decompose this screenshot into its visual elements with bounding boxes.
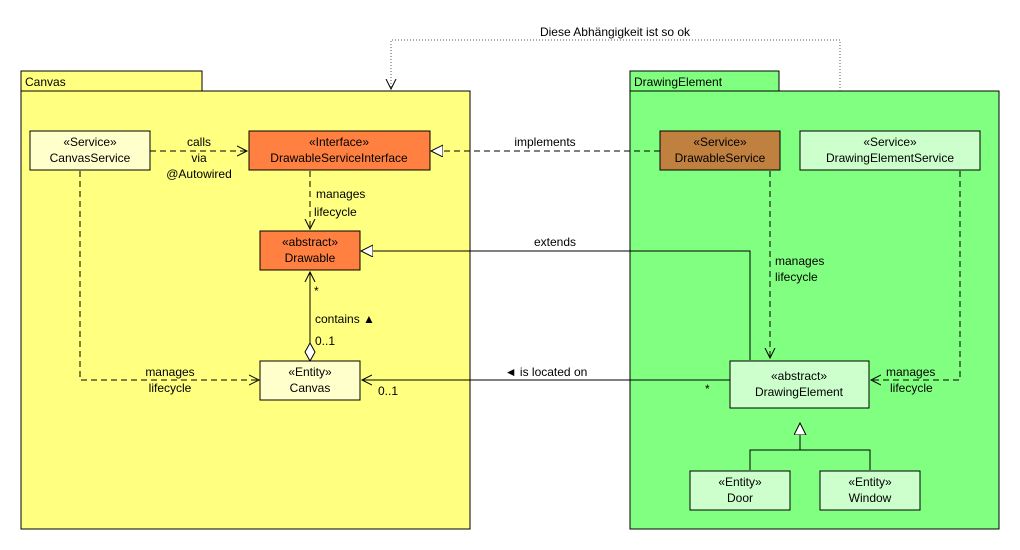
contains-multiplicity-many: *: [314, 284, 319, 298]
class-door-name: Door: [727, 491, 753, 505]
class-canvas-box: [259, 360, 361, 401]
class-canvas[interactable]: «Entity» Canvas: [259, 360, 361, 401]
door-generalization-edge[interactable]: [749, 423, 800, 470]
class-drawable-service-interface-stereotype: «Interface»: [309, 135, 369, 149]
drawable-manages-label-line2: lifecycle: [775, 270, 818, 284]
interface-manages-label-line1: manages: [316, 187, 365, 201]
class-canvas-service[interactable]: «Service» CanvasService: [29, 130, 151, 171]
class-canvas-service-name: CanvasService: [50, 151, 131, 165]
class-drawable-service-interface-name: DrawableServiceInterface: [270, 151, 408, 165]
window-generalization-edge[interactable]: [800, 449, 871, 470]
package-canvas-name: Canvas: [25, 75, 66, 89]
element-manages-label-line2: lifecycle: [890, 381, 933, 395]
canvas-manages-label-line1: manages: [145, 365, 194, 379]
element-manages-label-line1: manages: [886, 365, 935, 379]
class-drawing-element-box: [729, 360, 870, 409]
class-drawing-element-stereotype: «abstract»: [771, 369, 827, 383]
class-drawing-element[interactable]: «abstract» DrawingElement: [729, 360, 870, 409]
class-drawable-service-stereotype: «Service»: [693, 135, 747, 149]
class-drawing-element-service[interactable]: «Service» DrawingElementService: [799, 130, 981, 171]
package-drawing-element-name: DrawingElement: [634, 75, 723, 89]
class-drawable-box: [259, 230, 361, 271]
class-drawable-name: Drawable: [285, 251, 336, 265]
drawable-manages-label-line1: manages: [775, 254, 824, 268]
canvas-manages-label-line2: lifecycle: [149, 381, 192, 395]
package-dependency-label: Diese Abhängigkeit ist so ok: [540, 25, 691, 39]
contains-multiplicity-one: 0..1: [315, 334, 335, 348]
class-door[interactable]: «Entity» Door: [689, 470, 791, 511]
located-on-multiplicity-canvas: 0..1: [378, 384, 398, 398]
class-drawable-service-box: [659, 130, 781, 171]
class-drawable-service-interface[interactable]: «Interface» DrawableServiceInterface: [248, 130, 431, 171]
class-drawable-service-interface-box: [248, 130, 431, 171]
class-canvas-service-stereotype: «Service»: [63, 135, 117, 149]
extends-label: extends: [534, 235, 576, 249]
class-drawable-service-name: DrawableService: [675, 151, 766, 165]
class-door-stereotype: «Entity»: [718, 475, 762, 489]
class-drawing-element-service-stereotype: «Service»: [863, 135, 917, 149]
class-drawing-element-name: DrawingElement: [755, 385, 844, 399]
located-on-label: ◄ is located on: [505, 365, 588, 379]
class-drawable[interactable]: «abstract» Drawable: [259, 230, 361, 271]
calls-label-line2: via: [191, 151, 207, 165]
class-drawable-stereotype: «abstract»: [282, 235, 338, 249]
interface-manages-label-line2: lifecycle: [314, 205, 357, 219]
class-window-stereotype: «Entity»: [848, 475, 892, 489]
class-drawing-element-service-box: [799, 130, 981, 171]
class-drawable-service[interactable]: «Service» DrawableService: [659, 130, 781, 171]
class-drawing-element-service-name: DrawingElementService: [826, 151, 954, 165]
contains-label: contains ▲: [315, 312, 375, 326]
located-on-multiplicity-element: *: [705, 382, 710, 396]
class-canvas-service-box: [29, 130, 151, 171]
calls-label-line1: calls: [187, 135, 211, 149]
calls-label-line3: @Autowired: [166, 167, 232, 181]
class-canvas-stereotype: «Entity»: [288, 365, 332, 379]
class-window[interactable]: «Entity» Window: [819, 470, 921, 511]
implements-label: implements: [514, 135, 575, 149]
class-window-name: Window: [849, 491, 892, 505]
class-canvas-name: Canvas: [290, 381, 331, 395]
class-door-box: [689, 470, 791, 511]
class-window-box: [819, 470, 921, 511]
extends-edge[interactable]: [361, 251, 751, 360]
